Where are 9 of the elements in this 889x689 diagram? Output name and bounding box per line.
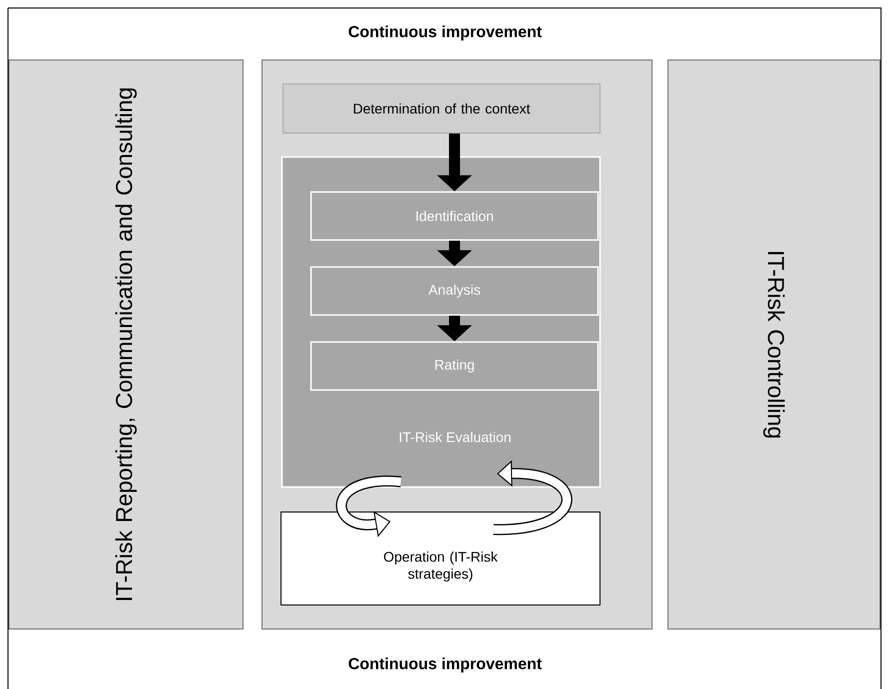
process-box: Rating — [310, 341, 599, 391]
heading: Continuous improvement — [348, 26, 542, 40]
context-box: Determination of the context — [282, 84, 600, 134]
process-box: Identification — [310, 191, 599, 241]
operation-box: Operation (IT-Risk strategies) — [280, 512, 600, 606]
heading: Continuous improvement — [348, 658, 542, 672]
side-panel: IT-Risk Controlling — [668, 60, 880, 630]
process-box: Analysis — [310, 266, 599, 316]
side-panel: IT-Risk Reporting, Communication and Consulting — [8, 60, 244, 630]
